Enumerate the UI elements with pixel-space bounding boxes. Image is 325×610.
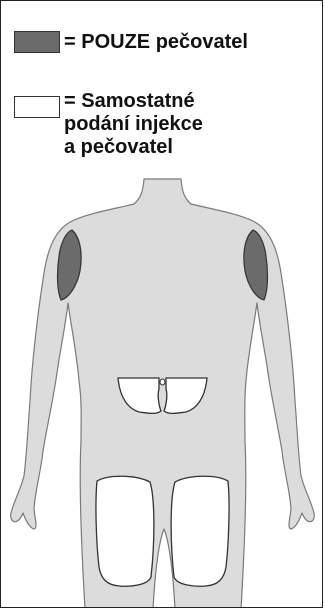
body-silhouette (11, 179, 315, 608)
spine-mark (160, 379, 165, 385)
right-thigh-zone (171, 476, 229, 586)
left-thigh-zone (96, 476, 154, 586)
